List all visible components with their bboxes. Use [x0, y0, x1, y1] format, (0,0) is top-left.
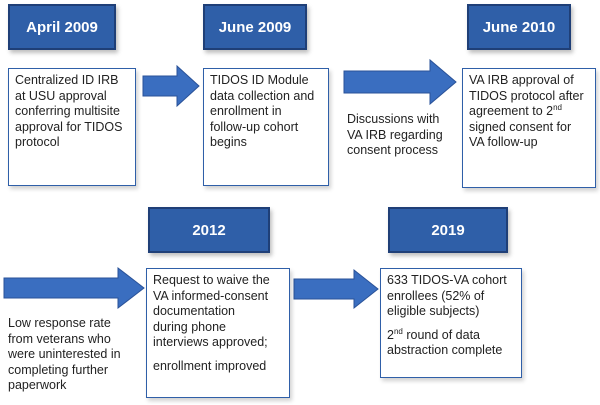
box-waive-consent: Request to waive the VA informed-consent…: [146, 268, 290, 398]
text-line: enrollees (52% of: [387, 288, 485, 303]
node-label: 2012: [192, 221, 226, 239]
text-line: VA IRB approval of: [469, 73, 574, 87]
box-va-irb-approval: VA IRB approval of TIDOS protocol after …: [462, 68, 596, 188]
arrow-right: [343, 58, 457, 106]
text-line: eligible subjects): [387, 304, 480, 318]
text-line: follow-up cohort: [210, 119, 299, 134]
superscript: nd: [393, 326, 403, 336]
arrow-shape: [343, 58, 457, 106]
text-low-response: Low response rate from veterans who were…: [8, 316, 144, 394]
arrow-right: [142, 64, 200, 108]
node-label: April 2009: [26, 18, 98, 36]
text-line: conferring multisite: [15, 104, 120, 118]
text-fragment: round of data: [402, 327, 481, 342]
text-line: agreement to 2nd: [469, 102, 589, 120]
arrow-right: [293, 268, 379, 310]
text-line: paperwork: [8, 378, 67, 392]
text-line: data collection and: [210, 88, 315, 103]
text-line: signed consent for: [469, 119, 572, 134]
text-line: TIDOS protocol after: [469, 88, 584, 103]
text-line: VA follow-up: [469, 135, 538, 149]
arrow-shape: [293, 268, 379, 310]
text-fragment: 2: [387, 327, 394, 342]
arrow-shape: [142, 64, 200, 108]
text-line: protocol: [15, 135, 60, 149]
node-2012: 2012: [148, 207, 270, 253]
text-line: TIDOS ID Module: [210, 73, 309, 87]
node-label: June 2010: [482, 18, 556, 36]
node-april-2009: April 2009: [8, 4, 116, 50]
text-line: enrollment improved: [153, 358, 267, 373]
text-line: Discussions with: [347, 112, 440, 126]
text-line: at USU approval: [15, 88, 107, 103]
text-line: 633 TIDOS-VA cohort: [387, 273, 507, 287]
text-line: Centralized ID IRB: [15, 73, 119, 87]
text-line: documentation: [153, 304, 236, 318]
text-line: were uninterested in: [8, 347, 121, 361]
text-line: VA informed-consent: [153, 288, 269, 303]
text-line: Request to waive the: [153, 273, 270, 287]
node-label: June 2009: [218, 18, 292, 36]
arrow-shape: [3, 266, 145, 310]
text-line: 2nd round of data: [387, 326, 515, 344]
text-line: interviews approved;: [153, 335, 268, 349]
arrow-right: [3, 266, 145, 310]
box-enrollees: 633 TIDOS-VA cohort enrollees (52% of el…: [380, 268, 522, 378]
node-june-2010: June 2010: [467, 4, 571, 50]
text-line: enrollment in: [210, 104, 282, 118]
text-line: begins: [210, 135, 247, 149]
box-irb-usu-approval: Centralized ID IRB at USU approval confe…: [8, 68, 136, 186]
text-line: from veterans who: [8, 331, 111, 346]
box-tidos-module: TIDOS ID Module data collection and enro…: [203, 68, 329, 186]
superscript: nd: [553, 102, 562, 112]
node-june-2009: June 2009: [203, 4, 307, 50]
text-fragment: agreement to 2: [469, 104, 554, 118]
text-line: VA IRB regarding: [347, 127, 443, 142]
text-line: abstraction complete: [387, 343, 503, 357]
text-line: during phone: [153, 319, 226, 334]
node-label: 2019: [431, 221, 465, 239]
text-line: completing further: [8, 362, 109, 377]
node-2019: 2019: [388, 207, 508, 253]
text-line: Low response rate: [8, 316, 111, 330]
text-line: approval for TIDOS: [15, 119, 123, 134]
text-discussions: Discussions with VA IRB regarding consen…: [347, 112, 459, 159]
text-line: consent process: [347, 143, 439, 157]
